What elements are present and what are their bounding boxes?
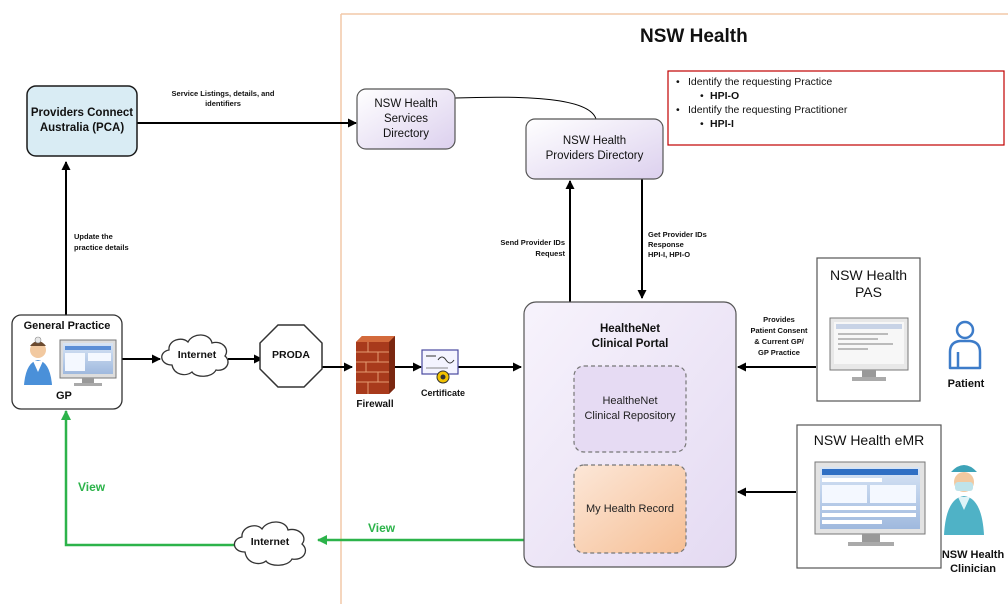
edge-label-get-ids: Get Provider IDs Response HPI-I, HPI-O [648,230,707,259]
edge-services-providers-link [454,96,597,120]
pas-monitor-icon [829,317,909,381]
note-subitem: •HPI-I [700,118,734,130]
general-practice-label: General Practice [23,320,111,332]
note-item: •Identify the requesting Practice [676,76,833,88]
my-health-record-label: My Health Record [585,503,675,515]
clinician-label: NSW Health Clinician [941,549,1005,575]
gp-monitor-icon [59,339,117,386]
flow-arrows [61,118,816,497]
note-text: Identify the requesting Practice [688,76,833,88]
note-sub-text: HPI-I [710,118,734,130]
note-item: •Identify the requesting Practitioner [676,104,848,116]
edge-label-send-ids: Send Provider IDs Request [500,238,565,258]
edge-label-view-bottom: View [368,521,396,535]
certificate-icon [421,349,459,384]
patient-icon [948,320,982,370]
firewall-label: Firewall [356,399,394,410]
edge-label-view-left: View [78,480,106,494]
region-title: NSW Health [640,26,748,47]
note-sub-text: HPI-O [710,90,740,102]
nsw-health-region-border [340,13,1008,604]
internet-bottom-label: Internet [250,536,290,548]
my-health-record-box [573,464,687,554]
repository-label: HealtheNet Clinical Repository [584,395,676,422]
pas-label: NSW Health PAS [829,267,908,300]
services-directory-box [356,88,456,150]
certificate-label: Certificate [420,388,465,398]
pca-box [26,85,138,157]
emr-monitor-icon [814,461,926,546]
patient-label: Patient [947,378,985,390]
portal-label: HealtheNet Clinical Portal [591,323,669,350]
note-text: Identify the requesting Practitioner [688,104,848,116]
gp-label: GP [56,390,72,402]
providers-directory-box [525,118,664,180]
clinician-icon [944,465,984,535]
repository-box [573,365,687,453]
proda-octagon [259,324,323,388]
note-subitem: •HPI-O [700,90,740,102]
gp-doctor-icon [24,336,52,385]
internet-top-label: Internet [177,349,217,361]
internet-top-cloud [161,334,229,377]
services-directory-label: NSW Health Services Directory [374,97,438,140]
note-list: •Identify the requesting Practice •HPI-O… [676,75,1002,131]
edge-label-provides-consent: Provides Patient Consent & Current GP/ G… [750,315,808,357]
note-box [667,70,1005,146]
providers-directory-label: NSW Health Providers Directory [545,135,644,162]
pca-label: Providers Connect Australia (PCA) [30,107,134,134]
firewall-icon [356,336,395,394]
edge-label-update-practice: Update the practice details [74,232,129,252]
view-arrows [61,410,524,547]
proda-label: PRODA [272,349,310,361]
internet-bottom-cloud [233,521,307,566]
edge-label-service-listings: Service Listings, details, and identifie… [171,89,275,108]
emr-label: NSW Health eMR [813,432,925,448]
